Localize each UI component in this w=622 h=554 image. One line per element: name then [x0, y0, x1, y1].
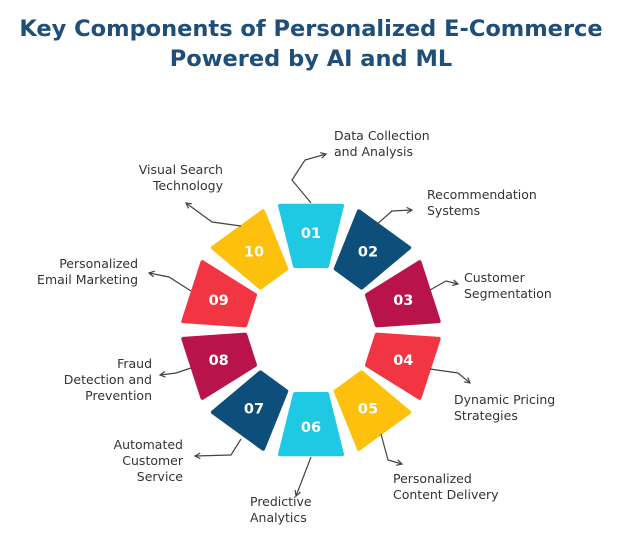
- component-label-line: Recommendation: [427, 187, 537, 202]
- connector-arrow-04: [429, 368, 471, 384]
- component-label-line: Detection and: [64, 372, 152, 387]
- connector-arrowhead-09: [147, 270, 155, 278]
- connector-arrowhead-04: [463, 377, 471, 384]
- segment-number-04: 04: [393, 353, 413, 369]
- connector-arrow-03: [429, 280, 459, 291]
- component-label-line: Fraud: [117, 356, 152, 371]
- segment-08: [181, 332, 257, 400]
- connector-arrowhead-07: [193, 452, 201, 460]
- segment-number-10: 10: [244, 245, 264, 261]
- connector-arrowhead-02: [406, 206, 414, 214]
- component-label-line: Prevention: [85, 388, 152, 403]
- segment-number-09: 09: [209, 293, 229, 309]
- connector-arrow-02: [374, 209, 413, 227]
- segment-01: [278, 203, 344, 268]
- segment-03: [365, 260, 441, 328]
- component-label-line: Customer: [464, 270, 526, 285]
- segment-04: [365, 332, 441, 400]
- title-line-2: Powered by AI and ML: [169, 46, 453, 72]
- connector-arrowhead-10: [184, 202, 193, 209]
- component-label-line: Content Delivery: [393, 487, 499, 502]
- ring-segments: 01 02 03 04 05 06 07 08 09 10: [181, 203, 441, 457]
- connector-arrow-07: [194, 438, 242, 457]
- diagram-title: Key Components of Personalized E-Commerc…: [0, 14, 622, 74]
- component-label-line: Personalized: [59, 256, 138, 271]
- component-label-line: Predictive: [250, 494, 312, 509]
- component-label-line: Personalized: [393, 471, 472, 486]
- component-label-line: Systems: [427, 203, 480, 218]
- component-label-line: and Analysis: [334, 144, 413, 159]
- component-label-line: Technology: [152, 178, 224, 193]
- title-line-1: Key Components of Personalized E-Commerc…: [19, 16, 603, 42]
- connector-arrowhead-05: [396, 459, 404, 466]
- segment-02: [333, 209, 412, 290]
- component-label-line: Analytics: [250, 510, 307, 525]
- connector-arrow-10: [185, 202, 242, 227]
- segment-number-08: 08: [209, 353, 229, 369]
- connector-arrow-06: [295, 456, 312, 497]
- component-label-line: Service: [137, 469, 184, 484]
- component-label-line: Customer: [122, 453, 184, 468]
- segment-07: [210, 370, 289, 451]
- segment-number-06: 06: [301, 420, 321, 436]
- segment-number-03: 03: [393, 293, 413, 309]
- connector-arrow-01: [291, 153, 327, 204]
- segment-09: [181, 260, 257, 328]
- connector-arrow-05: [380, 433, 403, 465]
- component-label-line: Data Collection: [334, 128, 430, 143]
- segment-number-05: 05: [358, 402, 378, 418]
- connector-arrow-08: [159, 367, 192, 376]
- segment-05: [333, 370, 412, 451]
- connector-arrow-09: [148, 272, 192, 292]
- segment-10: [210, 209, 289, 290]
- connector-arrowhead-01: [320, 152, 328, 159]
- label-connectors: [147, 152, 471, 498]
- connector-arrowhead-08: [158, 371, 166, 378]
- component-label-line: Strategies: [454, 408, 518, 423]
- segment-number-02: 02: [358, 245, 378, 261]
- component-label-line: Visual Search: [139, 162, 223, 177]
- component-label-line: Dynamic Pricing: [454, 392, 555, 407]
- segment-number-07: 07: [244, 402, 264, 418]
- connector-arrowhead-03: [452, 279, 460, 287]
- segment-06: [278, 392, 344, 457]
- component-label-line: Email Marketing: [37, 272, 138, 287]
- component-label-line: Automated: [114, 437, 183, 452]
- component-label-line: Segmentation: [464, 286, 552, 301]
- segment-number-01: 01: [301, 226, 321, 242]
- connector-arrowhead-06: [294, 489, 301, 498]
